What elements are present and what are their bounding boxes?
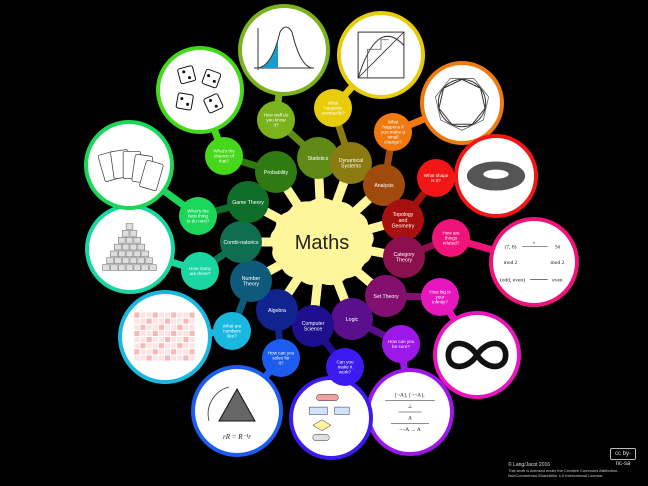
cd-mid-right: mod 2 [551,260,565,266]
bell-curve-icon-drawing [254,26,314,70]
question-node-logic [382,325,420,363]
question-node-analysis [374,113,412,151]
infinity-icon-drawing [445,340,509,370]
cube-stack-icon-drawing [102,223,157,271]
topic-node-computer-science [292,305,334,347]
proof-premises: [¬A]₁ [¬¬A]₁ [395,393,425,399]
topic-label-set-theory: Set Theory [373,294,399,300]
torus-icon-drawing [466,161,526,191]
topic-node-analysis [363,164,405,206]
topic-label-algebra: Algebra [268,308,286,314]
commutative-diagram-icon [489,217,579,307]
topic-node-game-theory [227,181,269,223]
question-node-number-theory [213,312,251,350]
topic-node-statistics [297,137,339,179]
number-grid-icon-drawing [134,312,195,361]
topic-label-combinatorics: Combi-natorics [224,240,259,246]
question-node-category-theory [432,219,470,257]
topic-label-statistics: Statistics [308,156,329,162]
topic-label-probability: Probability [264,170,289,176]
topic-node-algebra [256,289,298,331]
proof-conclusion: ¬¬A → A [399,427,421,433]
flowchart-icon-drawing [308,394,350,441]
cd-bottom-right: even [552,278,563,284]
algebra-equation: rR = R⁻¹r [223,433,251,441]
question-node-topology-geometry [417,159,455,197]
cd-top-right: 56 [555,244,561,250]
question-node-set-theory [421,278,459,316]
proof-a: A [408,416,412,422]
topic-node-set-theory [365,275,407,317]
dice-icon [156,46,244,134]
credit-author: © Lang/Jacot 2016 [508,462,551,468]
topic-node-category-theory [383,236,425,278]
question-node-dynamical-systems [314,89,352,127]
question-node-computer-science [326,348,364,386]
proof-icon-drawing: [¬A]₁ [¬¬A]₁ ⊥ A ¬¬A → A [385,393,435,433]
proof-bottom: ⊥ [408,403,413,410]
question-node-combinatorics [181,252,219,290]
polygon-circle-icon-drawing [434,78,490,131]
topic-node-dynamical-systems [330,142,372,184]
polygon-circle-icon [420,61,504,145]
flowchart-icon [289,376,373,460]
cd-arrow-label: × [532,240,535,246]
topic-node-topology-geometry [382,199,424,241]
credit-block: © Lang/Jacot 2016 This work is licensed … [508,462,638,479]
topic-node-probability [255,151,297,193]
dice-icon-drawing [175,65,224,114]
triangle-symmetry-icon-drawing: rR = R⁻¹r [207,386,256,441]
cd-mid-left: mod 2 [504,260,518,266]
bell-curve-icon [238,4,330,96]
topic-node-number-theory [230,260,272,302]
question-node-algebra [262,339,300,377]
topic-label-analysis: Analysis [374,183,394,189]
question-node-statistics [257,101,295,139]
center-title: Maths [295,232,349,254]
question-node-probability [205,137,243,175]
commutative-diagram-icon-drawing: (7, 8) 56 mod 2 mod 2 (odd, even) even × [500,240,565,283]
cd-bottom-left: (odd, even) [500,277,525,284]
cc-license-badge: cc by-nc-sa [610,448,636,467]
topic-label-game-theory: Game Theory [232,200,264,206]
topic-label-logic: Logic [346,317,359,323]
playing-cards-icon-drawing [97,149,164,191]
cobweb-plot-icon-drawing [357,31,405,79]
cd-top-left: (7, 8) [505,243,517,250]
question-node-game-theory [179,197,217,235]
topic-node-combinatorics [220,221,262,263]
topic-node-logic [331,298,373,340]
credit-license: This work is licensed under the Creative… [508,468,619,478]
